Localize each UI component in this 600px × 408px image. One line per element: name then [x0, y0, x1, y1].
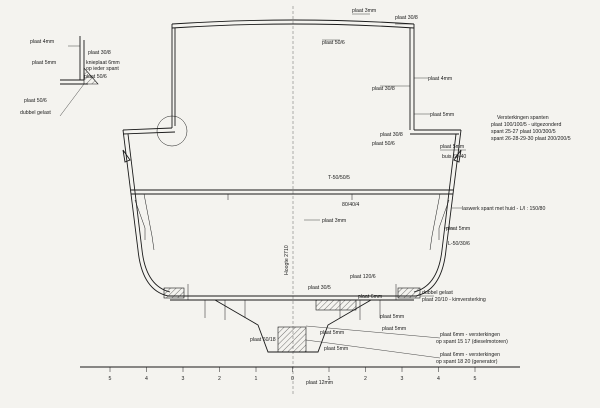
label-plaat-3mm-top: plaat 3mm — [352, 8, 376, 14]
labels: plaat 3mm plaat 30/8 plaat 50/6 plaat 4m… — [20, 8, 571, 386]
scale-label: 1 — [328, 376, 331, 382]
scale-label: 4 — [437, 376, 440, 382]
versterkingen-line-2: spant 25-27 plaat 100/300/5 — [491, 129, 556, 135]
label-plaat-60-18: plaat 60/18 — [250, 337, 276, 343]
hull-shell — [122, 129, 462, 301]
scale-bar: 5 4 3 2 1 0 1 2 3 4 5 — [80, 366, 520, 382]
label-versterkingen-2a: plaat 6mm - versterkingen — [440, 352, 500, 358]
scale-label: 2 — [218, 376, 221, 382]
label-versterkingen-2b: op spant 18 20 (generator) — [436, 359, 498, 365]
label-80-40-4: 80/40/4 — [342, 202, 359, 208]
label-plaat-30-8-top: plaat 30/8 — [395, 15, 418, 21]
detail-plaat-50-6: plaat 50/6 — [84, 74, 107, 80]
label-versterkingen-1b: op spant 15 17 (dieselmotoren) — [436, 339, 508, 345]
label-plaat-5mm-k1: plaat 5mm — [380, 314, 404, 320]
label-plaat-5mm-bottom-side: plaat 5mm — [446, 226, 470, 232]
label-plaat-120-6: plaat 120/6 — [350, 274, 376, 280]
detail-knieplaat-1: knieplaat 6mm — [86, 60, 120, 66]
scale-label: 1 — [255, 376, 258, 382]
label-plaat-12mm: plaat 12mm — [306, 380, 333, 386]
detail-plaat-30-8: plaat 30/8 — [88, 50, 111, 56]
label-laswerk: laswerk spant met huid - L/l : 150/80 — [462, 206, 545, 212]
detail-plaat-50-6-b: plaat 50/6 — [24, 98, 47, 104]
scale-label: 5 — [109, 376, 112, 382]
scale-label: 2 — [364, 376, 367, 382]
label-plaat-50-6-low: plaat 50/6 — [372, 141, 395, 147]
label-plaat-3mm-deck: plaat 3mm — [322, 218, 346, 224]
scale-label: 4 — [145, 376, 148, 382]
label-buis: buis 60-40 — [442, 154, 466, 160]
detail-circle — [156, 115, 188, 147]
detail-plaat-4mm: plaat 4mm — [30, 39, 54, 45]
keel-structure — [163, 284, 421, 353]
label-plaat-6mm: plaat 6mm — [358, 294, 382, 300]
detail-dubbel-gelast: dubbel gelast — [20, 110, 51, 116]
label-plaat-20-10: plaat 20/10 - kimversterking — [422, 297, 486, 303]
wheelhouse — [171, 19, 415, 130]
label-versterkingen-1a: plaat 6mm - versterkingen — [440, 332, 500, 338]
versterkingen-line-3: spant 26-28-29-30 plaat 200/200/5 — [491, 136, 571, 142]
versterkingen-line-1: plaat 100/100/5 - uitgezonderd — [491, 122, 561, 128]
label-plaat-30-8-low: plaat 30/8 — [380, 132, 403, 138]
label-plaat-5mm-side: plaat 5mm — [440, 144, 464, 150]
label-t-profile: T-50/50/5 — [328, 175, 350, 181]
label-dubbel-gelast-right: dubbel gelast — [422, 290, 453, 296]
label-plaat-30-5: plaat 30/5 — [308, 285, 331, 291]
label-plaat-50-6-top: plaat 50/6 — [322, 40, 345, 46]
scale-label: 0 — [291, 376, 294, 382]
label-plaat-5mm-right: plaat 5mm — [430, 112, 454, 118]
leader-lines — [304, 13, 466, 359]
scale-label: 3 — [182, 376, 185, 382]
scale-label: 5 — [474, 376, 477, 382]
label-plaat-5mm-k4: plaat 5mm — [324, 346, 348, 352]
label-hoogte: Hoogte 2710 — [284, 245, 290, 275]
scale-label: 3 — [401, 376, 404, 382]
label-plaat-4mm: plaat 4mm — [428, 76, 452, 82]
versterkingen-title: Versterkingen spanten — [497, 115, 549, 121]
label-plaat-30-8-mid: plaat 30/8 — [372, 86, 395, 92]
label-plaat-5mm-k2: plaat 5mm — [320, 330, 344, 336]
label-plaat-5mm-k3: plaat 5mm — [382, 326, 406, 332]
label-l-profile: L-50/30/6 — [448, 241, 470, 247]
detail-plaat-5mm: plaat 5mm — [32, 60, 56, 66]
detail-knieplaat-2: op ieder spant — [86, 66, 119, 72]
detail-drawing — [59, 36, 99, 117]
